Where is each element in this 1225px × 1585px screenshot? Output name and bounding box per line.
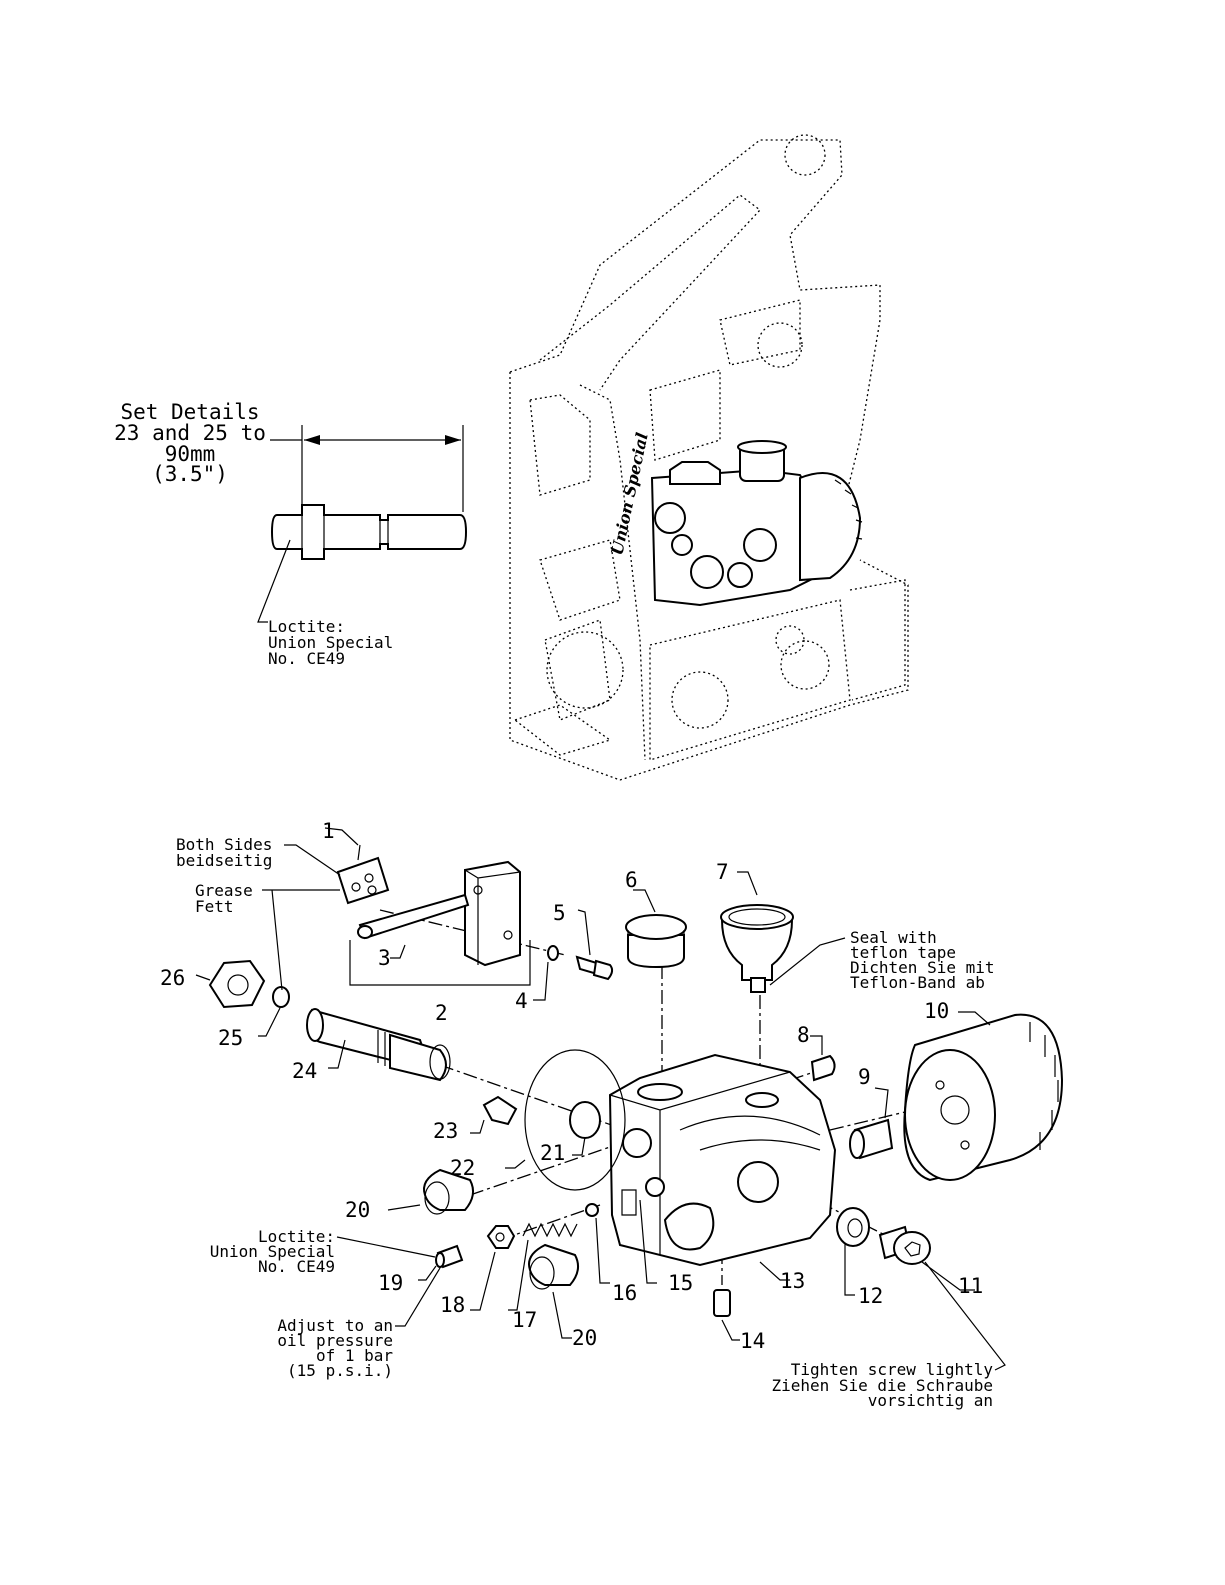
adjust-line-4: (15 p.s.i.) bbox=[287, 1361, 393, 1380]
both-sides-line-1: Both Sides bbox=[176, 835, 272, 854]
set-details-line-3: 90mm bbox=[165, 442, 216, 466]
seal-note: Seal with teflon tape Dichten Sie mit Te… bbox=[850, 928, 995, 992]
part-5-screw-icon bbox=[575, 909, 614, 981]
brand-logo-text: Union Special bbox=[607, 431, 652, 557]
callout-9: 9 bbox=[858, 1065, 871, 1089]
part-6-plug-icon bbox=[625, 889, 687, 969]
part-9-sleeve-icon bbox=[849, 1087, 894, 1160]
part-15-callout bbox=[639, 1199, 657, 1284]
loctite-bottom-line-3: No. CE49 bbox=[258, 1257, 335, 1276]
hex-nut-icon bbox=[195, 959, 266, 1009]
dimension-line bbox=[270, 425, 464, 512]
callout-22: 22 bbox=[450, 1156, 475, 1180]
part-21-oring-icon bbox=[569, 1101, 601, 1156]
part-22-oring-icon bbox=[505, 1049, 626, 1191]
part-8-plug-icon bbox=[810, 1035, 836, 1082]
loctite-top-line-3: No. CE49 bbox=[268, 649, 345, 668]
callout-2: 2 bbox=[435, 1001, 448, 1025]
seal-line-4: Teflon-Band ab bbox=[850, 973, 985, 992]
set-details-line-2: 23 and 25 to bbox=[114, 421, 266, 445]
callout-12: 12 bbox=[858, 1284, 883, 1308]
adjust-line-3: of 1 bar bbox=[316, 1346, 393, 1365]
part-23-fitting-icon bbox=[470, 1095, 518, 1134]
machine-housing-icon bbox=[509, 134, 909, 781]
pump-body-icon bbox=[608, 1053, 837, 1281]
callout-20-upper: 20 bbox=[345, 1198, 370, 1222]
tighten-note: Tighten screw lightly Ziehen Sie die Sch… bbox=[771, 1261, 1006, 1410]
callout-16: 16 bbox=[612, 1281, 637, 1305]
callout-10: 10 bbox=[924, 999, 949, 1023]
loctite-top-line-1: Loctite: bbox=[268, 617, 345, 636]
callout-5: 5 bbox=[553, 901, 566, 925]
loctite-top-line-2: Union Special bbox=[268, 633, 393, 652]
tighten-line-1: Tighten screw lightly bbox=[791, 1360, 994, 1379]
part-20-plug-upper-icon bbox=[387, 1168, 475, 1215]
seal-line-3: Dichten Sie mit bbox=[850, 958, 995, 977]
callout-13: 13 bbox=[780, 1269, 805, 1293]
oil-pump-assembly-icon bbox=[650, 440, 863, 607]
both-sides-note: Both Sides beidseitig bbox=[176, 835, 341, 876]
both-sides-line-2: beidseitig bbox=[176, 851, 272, 870]
part-19-setscrew-icon bbox=[418, 1244, 464, 1281]
callout-8: 8 bbox=[797, 1023, 810, 1047]
callout-19: 19 bbox=[378, 1271, 403, 1295]
adjust-line-2: oil pressure bbox=[277, 1331, 393, 1350]
callout-21: 21 bbox=[540, 1141, 565, 1165]
adjust-note: Adjust to an oil pressure of 1 bar (15 p… bbox=[277, 1267, 441, 1380]
part-25-oring-icon bbox=[258, 986, 290, 1037]
set-details-note: Set Details 23 and 25 to 90mm (3.5") bbox=[114, 400, 266, 486]
callout-6: 6 bbox=[625, 868, 638, 892]
tighten-line-3: vorsichtig an bbox=[868, 1391, 993, 1410]
part-18-nut-icon bbox=[470, 1225, 516, 1311]
shaft-icon bbox=[270, 504, 468, 560]
callout-15: 15 bbox=[668, 1271, 693, 1295]
loctite-bottom-note: Loctite: Union Special No. CE49 bbox=[210, 1227, 436, 1276]
adjust-line-1: Adjust to an bbox=[277, 1316, 393, 1335]
part-12-washer-icon bbox=[836, 1207, 870, 1296]
callout-18: 18 bbox=[440, 1293, 465, 1317]
part-20-plug-lower-icon bbox=[528, 1243, 580, 1339]
spring-icon bbox=[508, 1222, 578, 1311]
oil-filter-icon bbox=[903, 1011, 1064, 1182]
part-24-shaft-icon bbox=[306, 1008, 451, 1082]
callout-11: 11 bbox=[958, 1274, 983, 1298]
callout-7: 7 bbox=[716, 860, 729, 884]
oil-cup-icon bbox=[720, 871, 846, 993]
part-2-bracket-icon bbox=[349, 860, 531, 986]
callout-4: 4 bbox=[515, 989, 528, 1013]
loctite-bottom-line-2: Union Special bbox=[210, 1242, 335, 1261]
set-details-line-1: Set Details bbox=[120, 400, 259, 424]
seal-line-2: teflon tape bbox=[850, 943, 956, 962]
loctite-top-note: Loctite: Union Special No. CE49 bbox=[257, 539, 393, 668]
callout-labels: 1 2 3 4 5 6 7 8 9 10 11 12 13 14 15 16 1… bbox=[160, 819, 983, 1353]
callout-1: 1 bbox=[322, 819, 335, 843]
part-3-pin-icon bbox=[357, 893, 470, 959]
callout-26: 26 bbox=[160, 966, 185, 990]
part-4-washer-icon bbox=[533, 945, 559, 1001]
seal-line-1: Seal with bbox=[850, 928, 937, 947]
grease-line-2: Fett bbox=[195, 897, 234, 916]
part-16-ball-icon bbox=[585, 1203, 610, 1284]
set-details-line-4: (3.5") bbox=[152, 462, 228, 486]
grease-line-1: Grease bbox=[195, 881, 253, 900]
callout-24: 24 bbox=[292, 1059, 317, 1083]
grease-note: Grease Fett bbox=[195, 881, 340, 991]
part-11-screw-icon bbox=[878, 1225, 975, 1291]
callout-14: 14 bbox=[740, 1329, 765, 1353]
tighten-line-2: Ziehen Sie die Schraube bbox=[771, 1376, 993, 1395]
callout-3: 3 bbox=[378, 946, 391, 970]
callout-23: 23 bbox=[433, 1119, 458, 1143]
callout-20-lower: 20 bbox=[572, 1326, 597, 1350]
part-1-plate-icon bbox=[324, 827, 390, 905]
callout-17: 17 bbox=[512, 1308, 537, 1332]
callout-25: 25 bbox=[218, 1026, 243, 1050]
loctite-bottom-line-1: Loctite: bbox=[258, 1227, 335, 1246]
part-14-pin-icon bbox=[713, 1289, 740, 1341]
